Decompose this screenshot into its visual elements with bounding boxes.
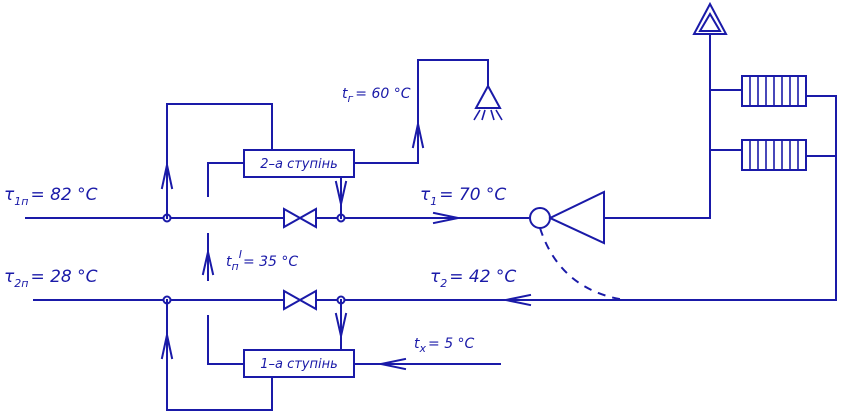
radiator-icon [741,75,807,107]
supply-valve [283,207,317,229]
flow-arrow-icon [380,357,407,371]
stage1-heat-exchanger [243,349,355,378]
flow-arrow-icon [505,293,532,307]
hot-water-temp-label: tг= 60 °C [342,86,411,105]
hot-water-outlet-line [353,59,489,164]
flow-arrow-icon [160,164,174,190]
stage1-heating-loop [166,299,342,411]
elevator-pump [529,190,626,301]
building-supply-riser [603,35,743,219]
flow-arrow-icon [160,334,174,360]
tau2n-label: τ2п= 28 °C [4,267,98,290]
stage2-heat-exchanger [243,149,355,178]
stage2-label: 2–а ступінь [260,157,338,172]
flow-arrow-icon [201,251,215,276]
flow-arrow-icon [411,123,425,149]
intermediate-temp-label: tпI= 35 °C [226,248,298,273]
tau2-label: τ2= 42 °C [430,267,516,290]
shower-head-icon [473,83,503,121]
stage2-heating-loop [166,103,342,219]
cold-water-riser [207,162,245,365]
building-return-line [805,95,837,301]
flow-arrow-icon [334,180,348,205]
tau1-label: τ1= 70 °C [420,185,506,208]
return-valve [283,289,317,311]
stage1-label: 1–а ступінь [260,357,338,372]
radiator-icon [741,139,807,171]
tau1n-label: τ1п= 82 °C [4,185,98,208]
flow-arrow-icon [432,211,459,225]
cold-water-temp-label: tх= 5 °C [414,336,475,355]
flow-arrow-icon [334,312,348,337]
air-vent-icon [692,1,728,35]
